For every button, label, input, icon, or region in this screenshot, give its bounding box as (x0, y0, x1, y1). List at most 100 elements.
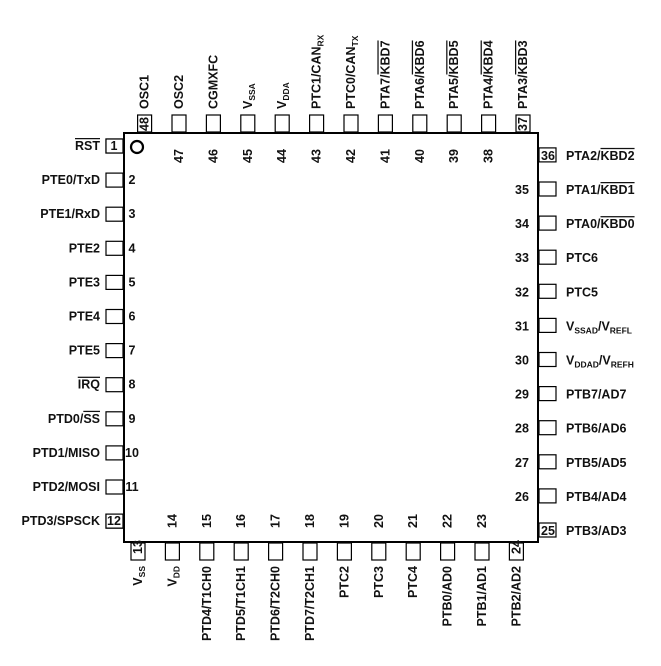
pin-label: PTB4/AD4 (566, 490, 626, 504)
pin-label-text: /V (598, 319, 610, 333)
pin-label: PTD2/MOSI (33, 480, 100, 494)
pin-lead (336, 542, 352, 561)
pin-number-text: 36 (541, 149, 555, 163)
pin-label-overline: KBD2 (601, 149, 635, 163)
pin-label-subscript: DDA (281, 82, 291, 100)
pin-number-text: 9 (129, 412, 136, 426)
pin-number-text: 23 (475, 514, 489, 528)
pin-lead (105, 445, 124, 461)
pin-number-text: 14 (165, 514, 179, 528)
pin-label: PTC2 (337, 566, 351, 598)
pin-lead (240, 114, 256, 133)
pin-label-text: PTC6 (566, 251, 598, 265)
pin-number-text: 22 (441, 514, 455, 528)
pin-label: OSC2 (172, 75, 186, 109)
pin-label-text: V (566, 319, 575, 333)
pin-label: PTC1/CANRX (310, 34, 326, 109)
pin-number-text: 7 (129, 344, 136, 358)
pin-number-text: 39 (447, 149, 461, 163)
pin-lead (164, 542, 180, 561)
pin-lead (538, 351, 557, 368)
pin-label-overline: SS (83, 412, 100, 426)
pin-label-text: PTC2 (337, 566, 351, 598)
pin-label: PTD4/T1CH0 (200, 566, 214, 641)
pin-label-subscript: SSAD (574, 325, 598, 335)
pin-label-text: PTD6/T2CH0 (269, 566, 283, 641)
pin-label-text: PTE1/RxD (40, 207, 100, 221)
pin-label-text: PTD5/T1CH1 (234, 566, 248, 641)
pin-label-text: V (131, 577, 145, 586)
pin-label: PTE2 (69, 241, 100, 255)
pin-number-text: 37 (516, 117, 530, 131)
pin-label-text: RST (75, 139, 100, 153)
pin-label-text: PTC0/CAN (344, 46, 358, 109)
pin-lead (538, 181, 557, 197)
pin-label-subscript: REFL (610, 325, 632, 335)
pin-number-text: 5 (129, 275, 136, 289)
pin-label: PTD0/SS (48, 412, 100, 426)
pin-number-text: 4 (129, 241, 136, 255)
pin-label-text: /V (599, 354, 611, 368)
pin-lead (205, 114, 221, 133)
pin-label: PTE3 (69, 275, 100, 289)
pin-number-text: 19 (337, 514, 351, 528)
pin-label-text: V (275, 100, 289, 109)
chip-outline (123, 132, 539, 543)
pin-label-text: PTA5/ (447, 74, 461, 109)
pin-group: 1RST2PTE0/TxD3PTE1/RxD4PTE25PTE36PTE47PT… (22, 34, 635, 641)
pin-lead (105, 411, 124, 427)
pin-label-text: PTD1/MISO (33, 446, 101, 460)
pin-label-text: PTA4/ (482, 74, 496, 109)
pin-1-marker (129, 139, 145, 155)
pin-label: PTB6/AD6 (566, 422, 626, 436)
pin-label: CGMXFC (206, 55, 220, 109)
pin-number-text: 35 (515, 183, 529, 197)
pin-label-overline: KBD1 (601, 183, 635, 197)
pin-lead (137, 114, 153, 133)
pin-label-text: V (241, 100, 255, 109)
pin-lead (105, 513, 124, 529)
pin-label-text: V (165, 578, 179, 587)
pin-label: PTD6/T2CH0 (269, 566, 283, 641)
pin-lead (538, 488, 557, 504)
pin-number-text: 47 (172, 149, 186, 163)
pin-number-text: 33 (515, 251, 529, 265)
pin-number-text: 12 (107, 514, 121, 528)
pin-label-text: PTA7/ (378, 74, 392, 109)
pin-number-text: 40 (413, 149, 427, 163)
pin-label: OSC1 (138, 75, 152, 109)
pin-label-overline: KBD6 (413, 40, 427, 74)
pin-label-text: PTB3/AD3 (566, 524, 626, 538)
pin-lead (105, 377, 124, 393)
pin-label: PTC0/CANTX (344, 35, 360, 109)
pin-label-text: OSC2 (172, 75, 186, 109)
pin-label: PTD1/MISO (33, 446, 101, 460)
pin-label: PTC5 (566, 285, 598, 299)
pin-lead (538, 420, 557, 436)
pin-label: VDD (165, 566, 181, 587)
pin-lead (538, 454, 557, 470)
pin-number-text: 15 (200, 514, 214, 528)
pin-lead (105, 343, 124, 359)
pin-lead (105, 240, 124, 256)
pin-label-text: PTB1/AD1 (475, 566, 489, 626)
pin-label-text: PTB7/AD7 (566, 388, 626, 402)
pin-lead (446, 114, 462, 133)
pin-label-text: PTC1/CAN (310, 46, 324, 109)
pin-label-subscript: TX (350, 35, 360, 46)
pin-label-subscript: DD (171, 566, 181, 578)
pin-label-text: PTE2 (69, 241, 100, 255)
pin-number-text: 32 (515, 285, 529, 299)
pin-label-overline: KBD7 (378, 40, 392, 74)
pin-lead (105, 308, 124, 325)
pin-number-text: 27 (515, 456, 529, 470)
pin-lead (538, 215, 557, 231)
pin-number-text: 29 (515, 388, 529, 402)
pin-lead (538, 522, 557, 538)
pin-label-text: PTB4/AD4 (566, 490, 626, 504)
pin-label-text: IRQ (78, 378, 101, 392)
pin-label-text: OSC1 (138, 75, 152, 109)
pin-label-text: PTA6/ (413, 74, 427, 109)
pin-label: VDDAD/VREFH (566, 354, 634, 370)
